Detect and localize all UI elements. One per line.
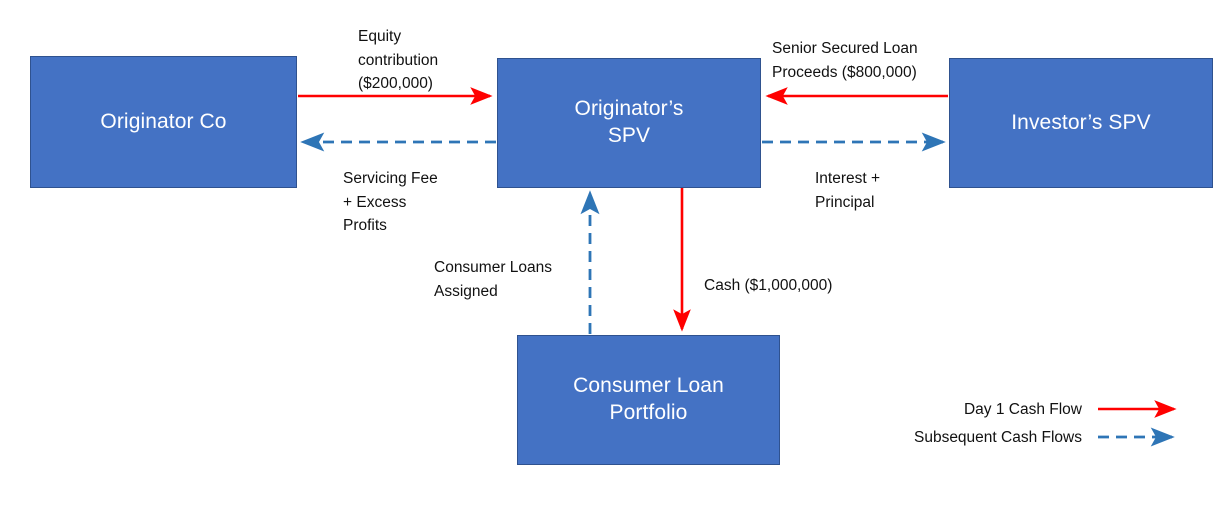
edge-label-servicing-fee: Servicing Fee + Excess Profits (343, 170, 438, 235)
node-investors-spv-label: Investor’s SPV (1011, 110, 1151, 134)
node-consumer-loan-portfolio-label-line1: Consumer Loan (573, 374, 724, 398)
node-consumer-loan-portfolio-label-line2: Portfolio (609, 401, 688, 424)
edge-label-cash-purchase: Cash ($1,000,000) (704, 277, 833, 294)
node-originators-spv[interactable]: Originator’s SPV (497, 58, 761, 188)
node-originator-co[interactable]: Originator Co (30, 56, 297, 188)
legend-item-day1-label: Day 1 Cash Flow (963, 401, 1082, 418)
node-originator-co-label: Originator Co (100, 109, 227, 133)
node-originators-spv-label-line1: Originator’s (574, 97, 684, 121)
edge-label-senior-secured-loan-proceeds: Senior Secured Loan Proceeds ($800,000) (772, 40, 918, 81)
edge-label-consumer-loans-assigned: Consumer Loans Assigned (434, 259, 553, 300)
node-investors-spv[interactable]: Investor’s SPV (949, 58, 1213, 188)
legend-item-subsequent-label: Subsequent Cash Flows (913, 429, 1082, 446)
edge-label-interest-principal: Interest + Principal (815, 170, 881, 211)
node-consumer-loan-portfolio[interactable]: Consumer Loan Portfolio (517, 335, 780, 465)
node-originators-spv-label-line2: SPV (607, 124, 651, 147)
edge-label-equity-contribution: Equity contribution ($200,000) (358, 28, 439, 93)
